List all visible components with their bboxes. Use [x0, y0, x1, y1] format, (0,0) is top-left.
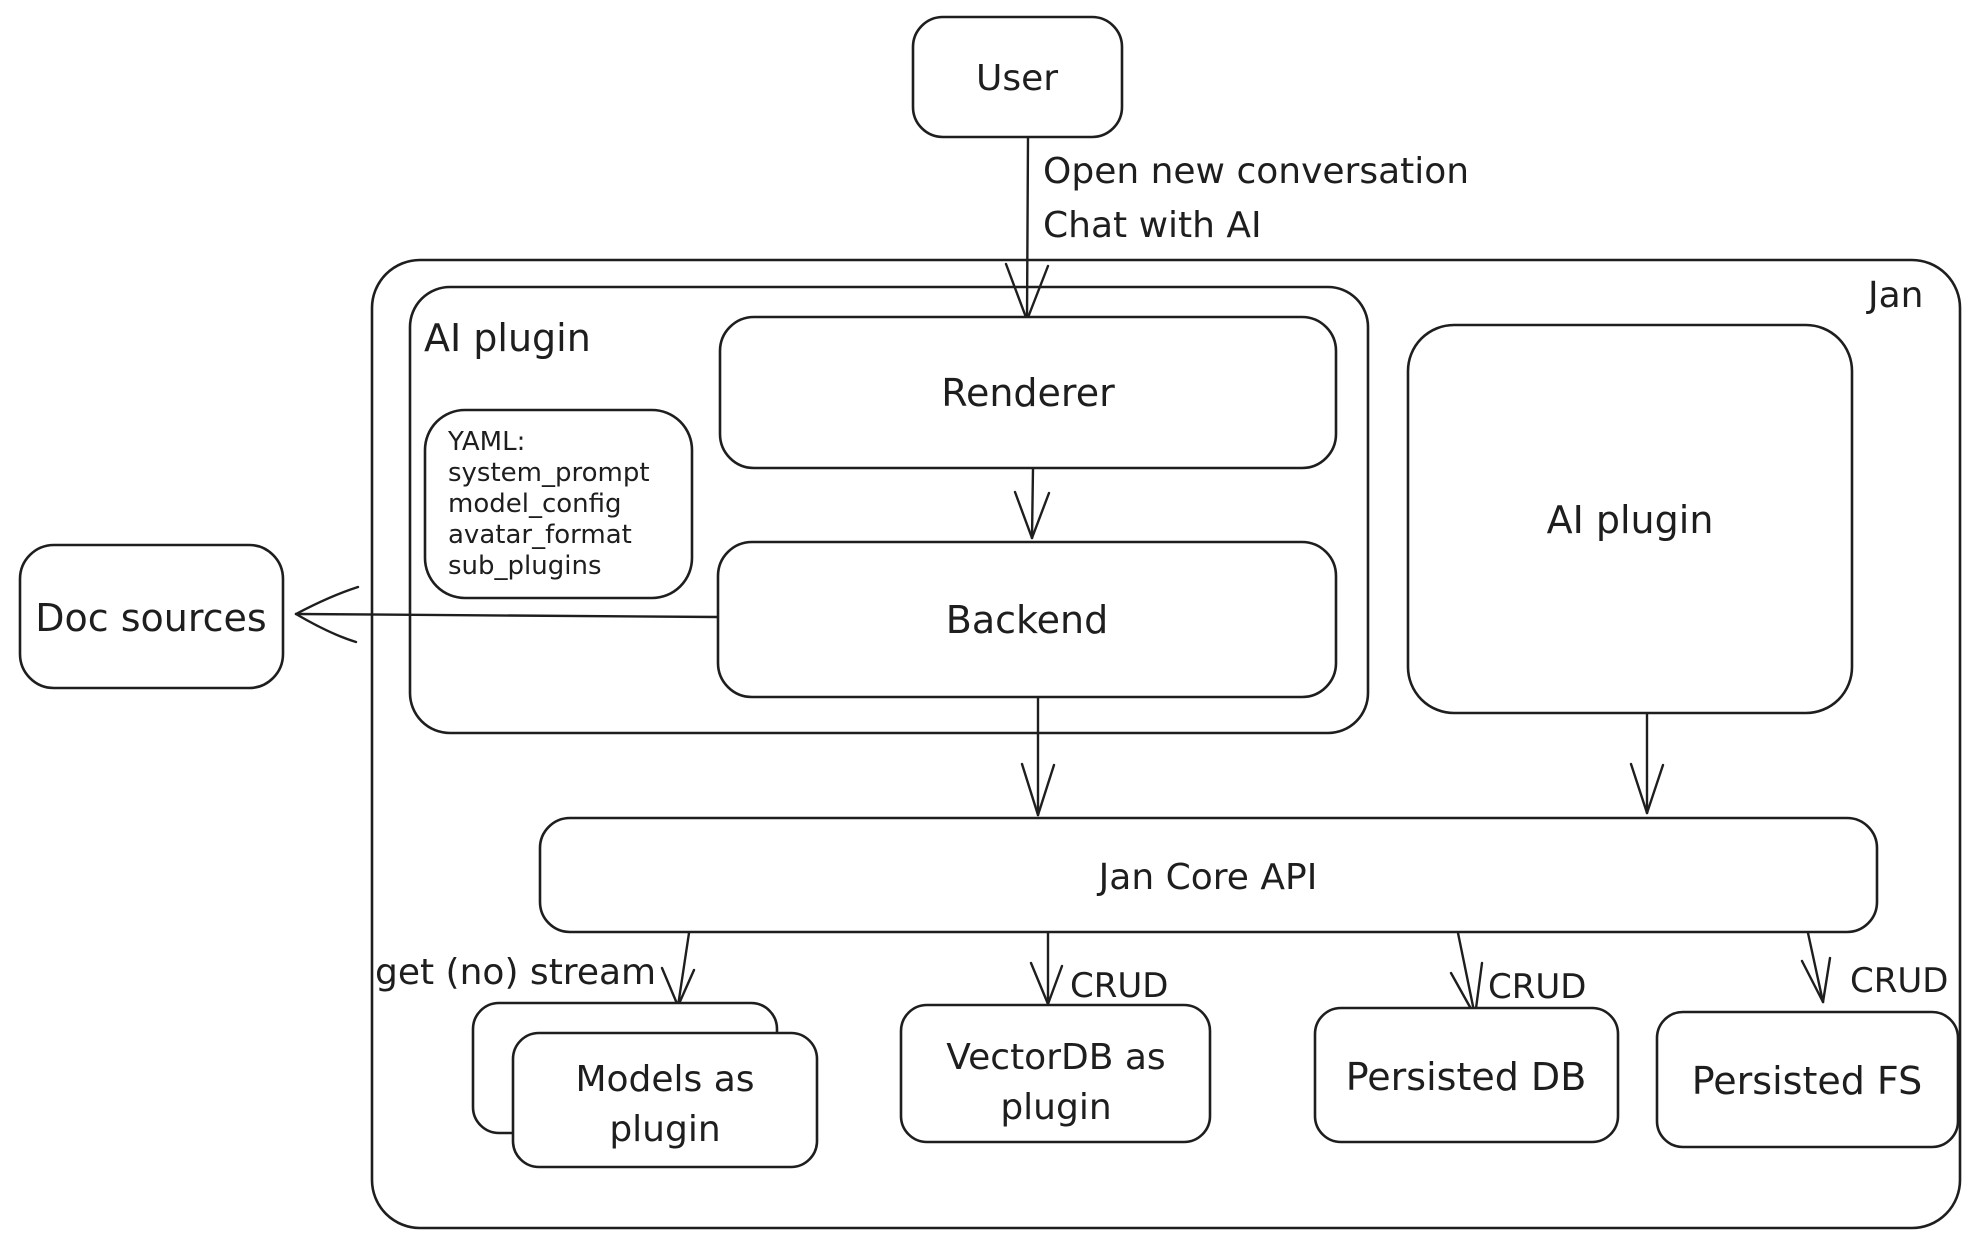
yaml-note-line-2: system_prompt [448, 458, 650, 488]
user-node: User [911, 15, 1124, 139]
backend-box-label: Backend [946, 598, 1108, 642]
edge-label-crud-persisted-fs: CRUD [1850, 961, 1948, 1001]
ai-plugin-node: AI plugin [1406, 323, 1854, 715]
edge-renderer-to-backend [1013, 466, 1051, 540]
persisted-db-box-label: Persisted DB [1346, 1055, 1587, 1099]
yaml-note-line-5: sub_plugins [448, 551, 602, 581]
edge-backend-to-doc-sources [294, 585, 720, 644]
vectordb-box-label-line1: VectorDB as [946, 1037, 1165, 1078]
renderer-box-label: Renderer [941, 371, 1115, 415]
doc-sources-box [18, 543, 285, 690]
vectordb-box-label-line2: plugin [1000, 1087, 1111, 1128]
vectordb-node: VectorDB as plugin [899, 1003, 1212, 1144]
yaml-note-line-4: avatar_format [448, 520, 632, 550]
jan-core-api-box [538, 816, 1879, 934]
persisted-db-box [1313, 1006, 1620, 1144]
user-box [911, 15, 1124, 139]
edge-label-get-no-stream: get (no) stream [375, 952, 656, 993]
doc-sources-node: Doc sources [18, 543, 285, 690]
jan-core-api-node: Jan Core API [538, 816, 1879, 934]
user-box-label: User [976, 58, 1058, 99]
persisted-fs-box [1655, 1010, 1960, 1149]
models-box-label-line1: Models as [575, 1059, 754, 1100]
backend-box [716, 540, 1338, 699]
edge-core-api-to-persisted-fs [1800, 931, 1832, 1004]
edge-label-open-conversation: Open new conversation [1043, 151, 1469, 192]
ai-plugin-box-label: AI plugin [1547, 498, 1714, 542]
yaml-note-node: YAML: system_prompt model_config avatar_… [423, 408, 694, 600]
renderer-node: Renderer [718, 315, 1338, 470]
vectordb-box [899, 1003, 1212, 1144]
persisted-db-node: Persisted DB [1313, 1006, 1620, 1144]
yaml-note-line-1: YAML: [447, 427, 525, 457]
jan-core-api-box-label: Jan Core API [1097, 857, 1318, 898]
edge-user-to-renderer [1004, 135, 1050, 322]
edge-ai-plugin-to-core-api [1629, 712, 1665, 815]
ai-plugin-group-label: AI plugin [424, 316, 591, 360]
edge-label-chat-with-ai: Chat with AI [1043, 205, 1262, 246]
jan-container-label: Jan [1866, 275, 1924, 316]
doc-sources-box-label: Doc sources [35, 596, 266, 640]
models-box-label-line2: plugin [609, 1109, 720, 1150]
edge-backend-to-core-api [1020, 695, 1056, 817]
yaml-note-box [423, 408, 694, 600]
renderer-box [718, 315, 1338, 470]
persisted-fs-box-label: Persisted FS [1692, 1059, 1923, 1103]
edge-label-crud-vectordb: CRUD [1070, 966, 1168, 1006]
ai-plugin-box [1406, 323, 1854, 715]
yaml-note-line-3: model_config [448, 489, 622, 519]
edge-core-api-to-models [660, 931, 696, 1008]
edge-core-api-to-vectordb [1029, 931, 1064, 1006]
backend-node: Backend [716, 540, 1338, 699]
models-node: Models as plugin [471, 1001, 819, 1169]
persisted-fs-node: Persisted FS [1655, 1010, 1960, 1149]
models-inner-box [511, 1031, 819, 1169]
edge-label-crud-persisted-db: CRUD [1488, 967, 1586, 1007]
